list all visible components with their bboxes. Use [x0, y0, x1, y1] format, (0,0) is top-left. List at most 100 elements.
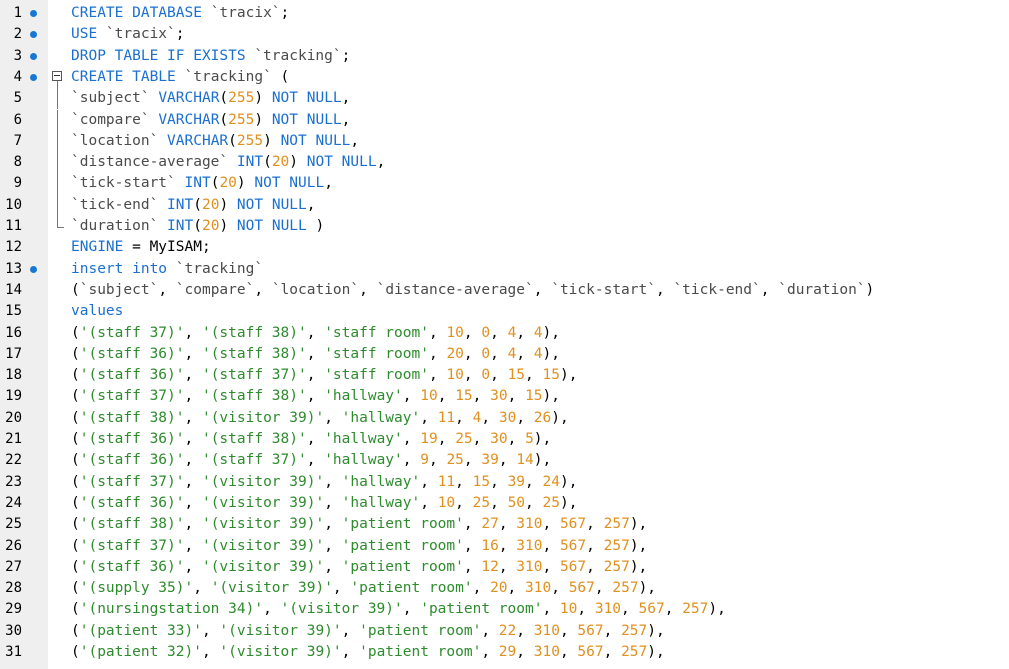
code-text[interactable]: ('(nursingstation 34)', '(visitor 39)', …: [71, 599, 726, 620]
code-token: `tracking`: [254, 47, 342, 64]
code-text[interactable]: USE `tracix`;: [71, 24, 185, 45]
code-line[interactable]: 20('(staff 38)', '(visitor 39)', 'hallwa…: [0, 408, 1009, 429]
line-number: 5: [13, 90, 22, 107]
code-token: 257: [603, 558, 630, 575]
code-token: ),: [559, 367, 578, 384]
code-text[interactable]: ('(staff 37)', '(visitor 39)', 'hallway'…: [71, 472, 577, 493]
breakpoint-dot-icon[interactable]: [30, 10, 37, 17]
code-text[interactable]: DROP TABLE IF EXISTS `tracking`;: [71, 46, 350, 67]
code-text[interactable]: ('(staff 36)', '(staff 38)', 'hallway', …: [71, 429, 551, 450]
code-token: '(staff 38)': [201, 388, 307, 405]
code-token: 20: [446, 345, 464, 362]
code-text[interactable]: ('(staff 37)', '(staff 38)', 'hallway', …: [71, 386, 560, 407]
code-line[interactable]: 27('(staff 36)', '(visitor 39)', 'patien…: [0, 557, 1009, 578]
code-token: ),: [629, 558, 648, 575]
code-text[interactable]: ('(staff 37)', '(staff 38)', 'staff room…: [71, 323, 560, 344]
code-token: ,: [516, 622, 534, 639]
code-text[interactable]: ENGINE = MyISAM;: [71, 237, 211, 258]
code-line[interactable]: 17('(staff 36)', '(staff 38)', 'staff ro…: [0, 344, 1009, 365]
code-line[interactable]: 23('(staff 37)', '(visitor 39)', 'hallwa…: [0, 472, 1009, 493]
code-line[interactable]: 7`location` VARCHAR(255) NOT NULL,: [0, 130, 1009, 153]
code-line[interactable]: 21('(staff 36)', '(staff 38)', 'hallway'…: [0, 429, 1009, 450]
code-token: 15: [455, 388, 473, 405]
code-line[interactable]: 11`duration` INT(20) NOT NULL ): [0, 216, 1009, 237]
code-token: CREATE TABLE: [71, 68, 185, 85]
code-text[interactable]: `subject` VARCHAR(255) NOT NULL,: [71, 88, 350, 109]
code-text[interactable]: CREATE DATABASE `tracix`;: [71, 3, 289, 24]
code-text[interactable]: ('(staff 36)', '(staff 38)', 'staff room…: [71, 344, 560, 365]
code-token: ,: [498, 558, 517, 575]
breakpoint-dot-icon[interactable]: [30, 52, 37, 60]
code-text[interactable]: ('(supply 35)', '(visitor 39)', 'patient…: [71, 578, 656, 599]
code-line[interactable]: 24('(staff 36)', '(visitor 39)', 'hallwa…: [0, 493, 1009, 514]
code-token: 25: [542, 494, 560, 511]
code-token: ): [219, 196, 237, 213]
code-text[interactable]: `location` VARCHAR(255) NOT NULL,: [71, 131, 359, 152]
code-token: (: [193, 218, 202, 234]
breakpoint-dot-icon[interactable]: [30, 265, 37, 273]
code-line[interactable]: 29('(nursingstation 34)', '(visitor 39)'…: [0, 599, 1009, 620]
code-line[interactable]: 8`distance-average` INT(20) NOT NULL,: [0, 152, 1009, 174]
code-token: ,: [402, 601, 421, 618]
code-line[interactable]: 16('(staff 37)', '(staff 38)', 'staff ro…: [0, 323, 1009, 344]
code-token: (: [71, 473, 80, 490]
breakpoint-dot-icon[interactable]: [30, 31, 37, 39]
code-text[interactable]: CREATE TABLE `tracking` (: [71, 67, 289, 88]
fold-collapse-icon[interactable]: [52, 70, 62, 81]
code-text[interactable]: ('(staff 38)', '(visitor 39)', 'patient …: [71, 514, 647, 535]
code-token: '(staff 36)': [79, 431, 185, 447]
code-text[interactable]: insert into `tracking`: [71, 259, 263, 280]
code-line[interactable]: 10`tick-end` INT(20) NOT NULL,: [0, 194, 1009, 216]
code-line[interactable]: 22('(staff 36)', '(staff 37)', 'hallway'…: [0, 450, 1009, 471]
code-text[interactable]: `tick-start` INT(20) NOT NULL,: [71, 173, 333, 194]
code-token: '(patient 32)': [79, 644, 202, 660]
code-text[interactable]: `duration` INT(20) NOT NULL ): [71, 216, 324, 237]
code-text[interactable]: ('(patient 32)', '(visitor 39)', 'patien…: [71, 642, 665, 663]
code-text[interactable]: (`subject`, `compare`, `location`, `dist…: [71, 280, 874, 301]
code-token: ,: [376, 154, 386, 171]
code-text[interactable]: ('(staff 36)', '(visitor 39)', 'patient …: [71, 557, 647, 578]
code-line[interactable]: 19('(staff 37)', '(staff 38)', 'hallway'…: [0, 386, 1009, 407]
code-text[interactable]: `distance-average` INT(20) NOT NULL,: [71, 152, 385, 173]
code-token: '(supply 35)': [79, 580, 194, 597]
code-text[interactable]: `tick-end` INT(20) NOT NULL,: [71, 195, 316, 216]
code-text[interactable]: ('(staff 38)', '(visitor 39)', 'hallway'…: [71, 408, 569, 429]
code-line[interactable]: 18('(staff 36)', '(staff 37)', 'staff ro…: [0, 365, 1009, 386]
code-token: ,: [472, 580, 491, 597]
code-line[interactable]: 26('(staff 37)', '(visitor 39)', 'patien…: [0, 536, 1009, 557]
code-line[interactable]: 28('(supply 35)', '(visitor 39)', 'patie…: [0, 578, 1009, 599]
code-text[interactable]: ('(staff 36)', '(staff 37)', 'hallway', …: [71, 450, 551, 471]
code-token: ),: [629, 537, 648, 554]
code-line[interactable]: 31('(patient 32)', '(visitor 39)', 'pati…: [0, 642, 1009, 663]
code-line[interactable]: 14(`subject`, `compare`, `location`, `di…: [0, 280, 1009, 301]
code-token: ,: [498, 537, 517, 554]
breakpoint-dot-icon[interactable]: [30, 73, 37, 81]
code-text[interactable]: ('(patient 33)', '(visitor 39)', 'patien…: [71, 621, 665, 642]
code-token: ENGINE: [71, 239, 124, 256]
code-text[interactable]: `compare` VARCHAR(255) NOT NULL,: [71, 110, 350, 131]
code-line[interactable]: 6`compare` VARCHAR(255) NOT NULL,: [0, 109, 1009, 131]
code-token: ;: [280, 5, 290, 21]
code-line[interactable]: 5 `subject` VARCHAR(255) NOT NULL,: [0, 88, 1009, 110]
code-token: 257: [682, 601, 709, 618]
code-line[interactable]: 30('(patient 33)', '(visitor 39)', 'pati…: [0, 621, 1009, 642]
code-token: 10: [559, 601, 578, 618]
code-token: (: [71, 558, 80, 575]
code-text[interactable]: ('(staff 36)', '(visitor 39)', 'hallway'…: [71, 493, 577, 514]
code-token: ,: [455, 494, 473, 511]
code-text[interactable]: ('(staff 37)', '(visitor 39)', 'patient …: [71, 536, 647, 557]
code-token: '(staff 37)': [79, 473, 185, 490]
code-text[interactable]: values: [71, 301, 123, 322]
code-text[interactable]: ('(staff 36)', '(staff 37)', 'staff room…: [71, 365, 577, 386]
code-line[interactable]: 9`tick-start` INT(20) NOT NULL,: [0, 173, 1009, 195]
code-line[interactable]: 25('(staff 38)', '(visitor 39)', 'patien…: [0, 514, 1009, 535]
code-token: ): [219, 218, 237, 234]
